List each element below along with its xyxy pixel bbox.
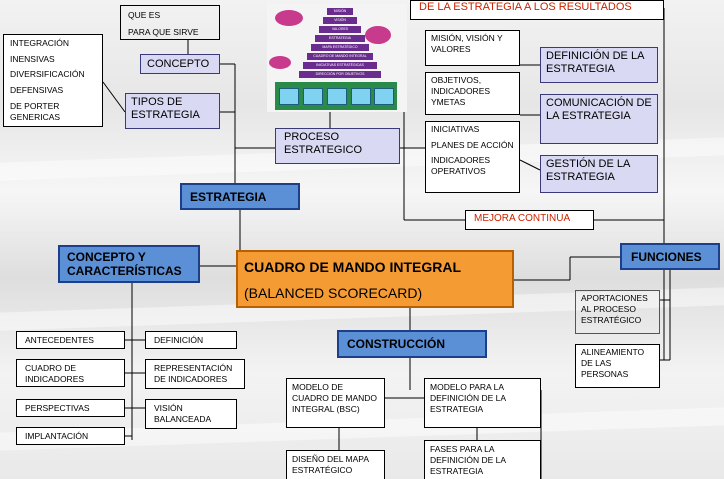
antecedentes-box: ANTECEDENTES bbox=[16, 331, 125, 349]
estrategia-box: ESTRATEGIA bbox=[180, 183, 300, 210]
cloud-icon bbox=[365, 26, 391, 44]
pyramid-level: DIRECCIÓN POR OBJETIVOS bbox=[299, 71, 381, 78]
mision-box: MISIÓN, VISIÓN Y VALORES bbox=[425, 30, 520, 66]
para-que-sirve-text: PARA QUE SIRVE bbox=[128, 27, 199, 37]
pyramid-level: MAPA ESTRATÉGICO bbox=[311, 44, 369, 51]
pyramid-image: MISIÓN VISIÓN VALORES ESTRATEGIA MAPA ES… bbox=[267, 4, 407, 112]
tipo-genericas: GENERICAS bbox=[10, 112, 61, 122]
indicadores-op-text: INDICADORES OPERATIVOS bbox=[431, 155, 491, 176]
aportaciones-box: APORTACIONES AL PROCESO ESTRATÉGICO bbox=[575, 290, 660, 334]
implantacion-box: IMPLANTACIÓN bbox=[16, 427, 125, 445]
mejora-continua-box: MEJORA CONTINUA bbox=[465, 210, 594, 230]
que-es-frame bbox=[120, 5, 220, 40]
pyramid-cell bbox=[303, 88, 323, 105]
planes-text: PLANES DE ACCIÓN bbox=[431, 140, 514, 150]
resultados-title: DE LA ESTRATEGIA A LOS RESULTADOS bbox=[410, 0, 664, 20]
tipo-porter: DE PORTER bbox=[10, 101, 60, 111]
pyramid-cell bbox=[351, 88, 371, 105]
alineamiento-box: ALINEAMIENTO DE LAS PERSONAS bbox=[575, 344, 660, 388]
tipos-estrategia-box: TIPOS DE ESTRATEGIA bbox=[125, 93, 220, 129]
funciones-box: FUNCIONES bbox=[620, 243, 720, 270]
pyramid-cell bbox=[327, 88, 347, 105]
cloud-icon bbox=[269, 56, 291, 69]
tipo-intensivas: INENSIVAS bbox=[10, 54, 55, 64]
cuadro-mando-subtitle: (BALANCED SCORECARD) bbox=[244, 285, 423, 301]
tipo-defensivas: DEFENSIVAS bbox=[10, 85, 64, 95]
vision-balanceada-box: VISIÓN BALANCEADA bbox=[145, 399, 237, 429]
representacion-box: REPRESENTACIÓN DE INDICADORES bbox=[145, 359, 245, 389]
modelo-cuadro-box: MODELO DE CUADRO DE MANDO INTEGRAL (BSC) bbox=[286, 378, 385, 428]
pyramid-level: VALORES bbox=[319, 26, 361, 33]
concepto-caracteristicas-box: CONCEPTO Y CARACTERÍSTICAS bbox=[58, 245, 200, 283]
pyramid-level: CUADRO DE MANDO INTEGRAL bbox=[307, 53, 373, 60]
pyramid-base bbox=[275, 82, 397, 110]
cloud-icon bbox=[275, 10, 303, 26]
definicion-box: DEFINICIÓN bbox=[145, 331, 237, 349]
concepto-box: CONCEPTO bbox=[140, 54, 220, 74]
cuadro-indicadores-box: CUADRO DE INDICADORES bbox=[16, 359, 125, 387]
perspectivas-box: PERSPECTIVAS bbox=[16, 399, 125, 417]
definicion-estrategia-box: DEFINICIÓN DE LA ESTRATEGIA bbox=[540, 47, 658, 83]
tipo-integracion: INTEGRACIÓN bbox=[10, 38, 70, 48]
cuadro-mando-title: CUADRO DE MANDO INTEGRAL bbox=[244, 259, 461, 275]
objetivos-box: OBJETIVOS, INDICADORES YMETAS bbox=[425, 72, 520, 115]
tipos-list: INTEGRACIÓN INENSIVAS DIVERSIFICACIÓN DE… bbox=[3, 34, 103, 127]
que-es-text: QUE ES bbox=[128, 10, 161, 20]
cuadro-mando-box: CUADRO DE MANDO INTEGRAL (BALANCED SCORE… bbox=[236, 250, 514, 308]
modelo-definicion-box: MODELO PARA LA DEFINICIÓN DE LA ESTRATEG… bbox=[424, 378, 541, 428]
tipo-diversificacion: DIVERSIFICACIÓN bbox=[10, 69, 85, 79]
pyramid-level: VISIÓN bbox=[323, 17, 357, 24]
pyramid-cell bbox=[374, 88, 394, 105]
pyramid-level: ESTRATEGIA bbox=[315, 35, 365, 42]
iniciativas-box: INICIATIVAS PLANES DE ACCIÓN INDICADORES… bbox=[425, 121, 520, 193]
construccion-box: CONSTRUCCIÓN bbox=[337, 330, 487, 358]
gestion-estrategia-box: GESTIÓN DE LA ESTRATEGIA bbox=[540, 155, 658, 193]
pyramid-level: MISIÓN bbox=[327, 8, 353, 15]
pyramid-level: INICIATIVAS ESTRATÉGICAS bbox=[303, 62, 377, 69]
diseno-mapa-box: DISEÑO DEL MAPA ESTRATÉGICO bbox=[286, 450, 385, 479]
fases-box: FASES PARA LA DEFINICIÓN DE LA ESTRATEGI… bbox=[424, 440, 541, 479]
comunicacion-estrategia-box: COMUNICACIÓN DE LA ESTRATEGIA bbox=[540, 94, 658, 144]
proceso-estrategico-box: PROCESO ESTRATEGICO bbox=[275, 128, 400, 164]
iniciativas-text: INICIATIVAS bbox=[431, 124, 480, 134]
pyramid-cell bbox=[279, 88, 299, 105]
